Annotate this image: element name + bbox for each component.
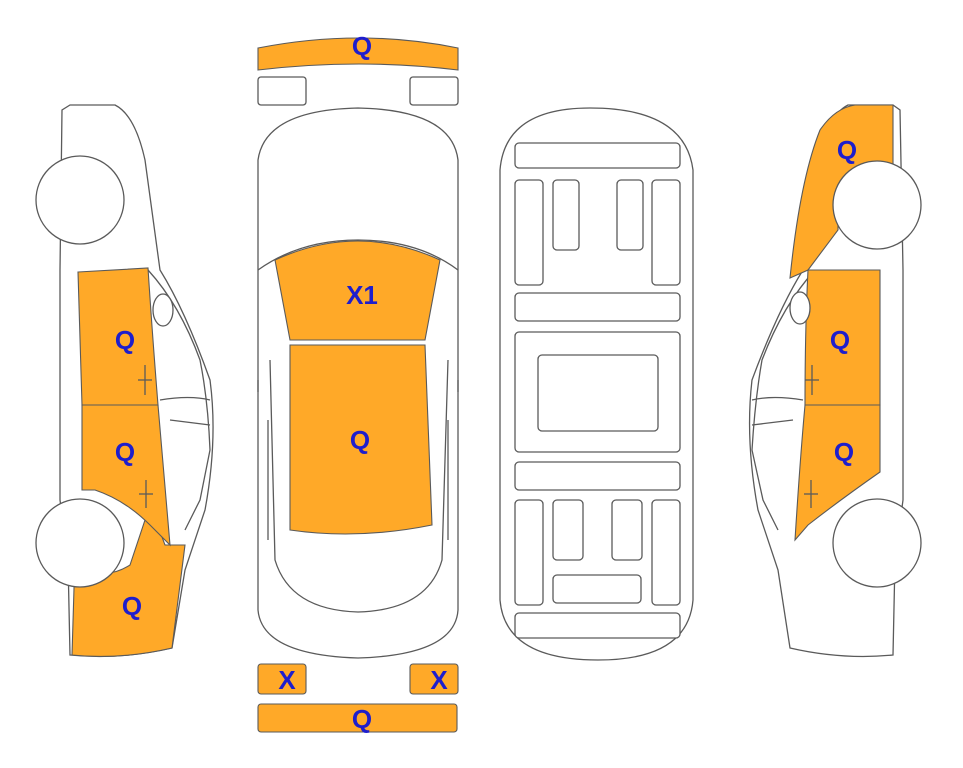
right-rear-quarter-label: Q <box>837 135 857 165</box>
left-front-door[interactable] <box>81 404 171 547</box>
right-front-door[interactable] <box>794 404 881 542</box>
right-mirror <box>789 291 811 325</box>
underside-front-bar <box>514 142 681 169</box>
left-rear-wheel <box>35 155 125 245</box>
top-rear-bumper-label: Q <box>352 704 372 734</box>
left-rear-door[interactable] <box>77 267 159 406</box>
right-front-wheel <box>832 498 922 588</box>
top-rear-light-right-label: X <box>430 665 448 695</box>
top-headlight-left <box>257 76 307 106</box>
left-mirror <box>152 293 174 327</box>
top-windshield-label: X1 <box>346 280 378 310</box>
top-windshield[interactable] <box>274 240 441 341</box>
top-headlight-right <box>409 76 459 106</box>
top-roof-label: Q <box>350 425 370 455</box>
right-side-view: Q Q Q <box>748 104 922 658</box>
right-front-door-label: Q <box>834 437 854 467</box>
underside-rear-bar <box>514 612 681 639</box>
left-front-wheel <box>35 498 125 588</box>
left-rear-door-label: Q <box>115 325 135 355</box>
left-side-view: Q Q Q <box>35 104 214 658</box>
underside-view <box>499 107 694 661</box>
top-rear-light-right[interactable] <box>409 663 459 695</box>
top-rear-bumper[interactable] <box>257 703 458 733</box>
left-side-windows <box>147 269 211 531</box>
top-roof[interactable] <box>289 344 433 535</box>
top-rear-light-left-label: X <box>278 665 296 695</box>
left-front-fender-label: Q <box>122 591 142 621</box>
top-front-bumper-label: Q <box>352 31 372 61</box>
top-rear-light-left[interactable] <box>257 663 307 695</box>
top-view: Q X1 Q X X Q <box>257 31 459 734</box>
left-front-door-label: Q <box>115 437 135 467</box>
right-rear-wheel <box>832 160 922 250</box>
right-rear-door-label: Q <box>830 325 850 355</box>
top-front-bumper[interactable] <box>257 37 459 71</box>
